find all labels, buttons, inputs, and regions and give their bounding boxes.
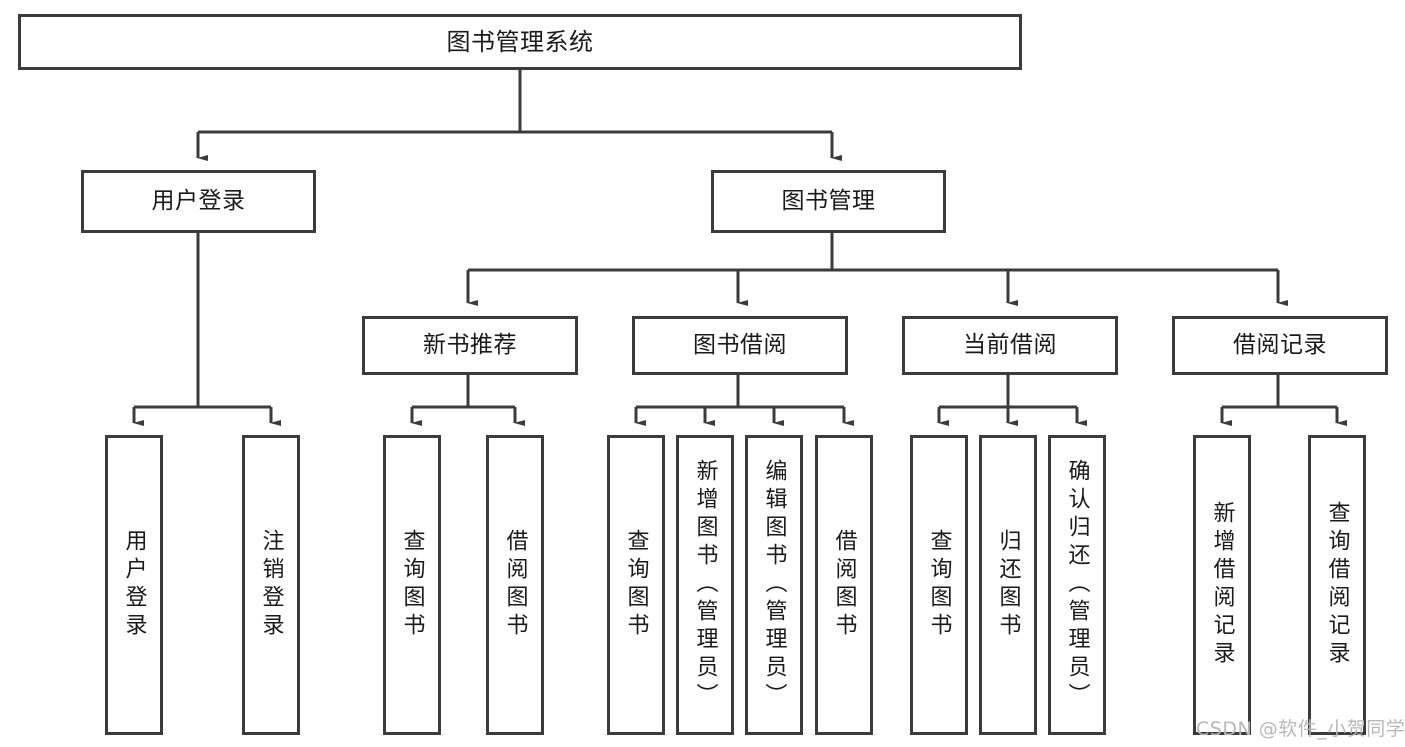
node-leaf-edit-book-admin[interactable]: 编辑图书（管理员） [745,435,803,735]
node-leaf-query-borrow-record[interactable]: 查询借阅记录 [1308,435,1366,735]
node-leaf-query-book-3[interactable]: 查询图书 [910,435,968,735]
node-leaf-borrow-book-2[interactable]: 借阅图书 [815,435,873,735]
node-leaf-borrow-book-1-label: 借阅图书 [502,529,528,641]
node-user-login-label: 用户登录 [151,187,246,214]
node-leaf-borrow-book-2-label: 借阅图书 [831,529,857,641]
node-leaf-edit-book-admin-label: 编辑图书（管理员） [761,459,787,711]
node-new-book-recommend-label: 新书推荐 [423,331,517,358]
node-leaf-add-book-admin-label: 新增图书（管理员） [692,459,718,711]
node-leaf-query-borrow-record-label: 查询借阅记录 [1324,501,1350,669]
node-leaf-user-login-label: 用户登录 [121,529,147,641]
node-new-book-recommend[interactable]: 新书推荐 [362,316,578,375]
node-leaf-add-borrow-record-label: 新增借阅记录 [1209,501,1235,669]
node-leaf-return-book[interactable]: 归还图书 [979,435,1037,735]
node-user-login[interactable]: 用户登录 [81,170,316,233]
node-leaf-logout-login-label: 注销登录 [258,529,284,641]
node-leaf-add-book-admin[interactable]: 新增图书（管理员） [676,435,734,735]
node-leaf-confirm-return-admin[interactable]: 确认归还（管理员） [1048,435,1106,735]
node-leaf-borrow-book-1[interactable]: 借阅图书 [486,435,544,735]
node-leaf-query-book-1[interactable]: 查询图书 [383,435,441,735]
node-borrow-record-label: 借阅记录 [1233,331,1327,358]
node-book-management-label: 图书管理 [781,187,876,214]
node-leaf-query-book-2[interactable]: 查询图书 [607,435,665,735]
node-leaf-add-borrow-record[interactable]: 新增借阅记录 [1193,435,1251,735]
csdn-watermark: CSDN @软件_小贺同学 [1196,718,1405,740]
node-leaf-user-login[interactable]: 用户登录 [105,435,163,735]
node-book-management[interactable]: 图书管理 [711,170,946,233]
node-leaf-logout-login[interactable]: 注销登录 [242,435,300,735]
node-root-label: 图书管理系统 [446,27,594,56]
node-leaf-confirm-return-admin-label: 确认归还（管理员） [1064,459,1090,711]
node-leaf-query-book-3-label: 查询图书 [926,529,952,641]
node-current-borrow[interactable]: 当前借阅 [902,316,1118,375]
node-book-borrow[interactable]: 图书借阅 [632,316,848,375]
node-leaf-query-book-2-label: 查询图书 [623,529,649,641]
node-current-borrow-label: 当前借阅 [963,331,1057,358]
node-root[interactable]: 图书管理系统 [18,14,1022,70]
node-book-borrow-label: 图书借阅 [693,331,787,358]
node-leaf-query-book-1-label: 查询图书 [399,529,425,641]
node-leaf-return-book-label: 归还图书 [995,529,1021,641]
node-borrow-record[interactable]: 借阅记录 [1172,316,1388,375]
